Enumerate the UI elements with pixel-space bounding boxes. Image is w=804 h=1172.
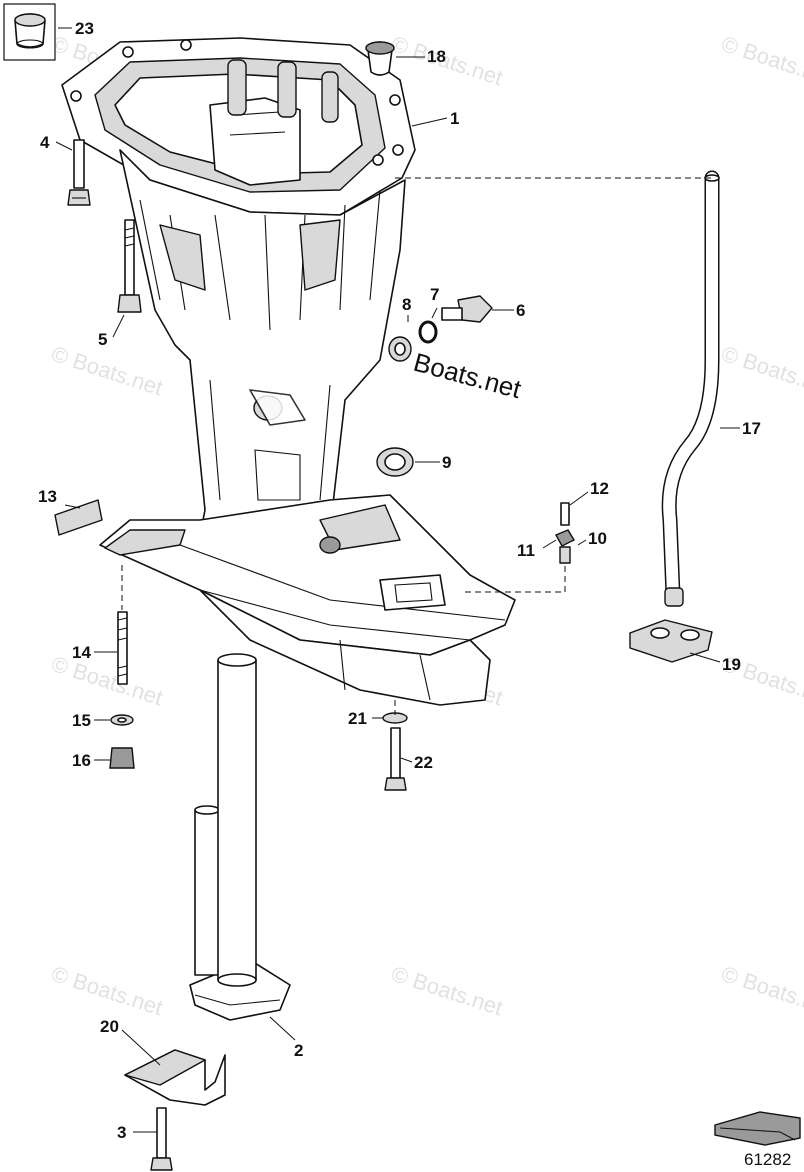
watermark: © Boats.net <box>718 341 804 400</box>
watermark: © Boats.net <box>388 31 505 90</box>
part-17-water-tube <box>661 170 720 607</box>
callout-22: 22 <box>414 753 433 772</box>
callout-10: 10 <box>588 529 607 548</box>
part-4-bolt <box>67 139 91 206</box>
callout-5: 5 <box>98 330 107 349</box>
callout-3: 3 <box>117 1123 126 1142</box>
watermark: © Boats.net <box>48 341 165 400</box>
driveshaft-housing <box>61 37 516 706</box>
callout-8: 8 <box>402 295 411 314</box>
figure-number: 61282 <box>744 1150 791 1169</box>
part-9-grommet <box>376 447 414 477</box>
overlay-watermark: Boats.net <box>410 347 525 405</box>
callout-17: 17 <box>742 419 761 438</box>
parts-21-22 <box>382 712 408 791</box>
callout-15: 15 <box>72 711 91 730</box>
callout-18: 18 <box>427 47 446 66</box>
part-13-decal <box>54 499 103 536</box>
alignment-lines <box>121 177 712 715</box>
outboard-orientation-icon <box>714 1111 801 1146</box>
callout-21: 21 <box>348 709 367 728</box>
part-2-tube-assembly <box>189 653 291 1021</box>
callout-7: 7 <box>430 285 439 304</box>
parts-10-11-12 <box>555 502 575 564</box>
watermark: © Boats.net <box>48 961 165 1020</box>
callout-2: 2 <box>294 1041 303 1060</box>
callout-4: 4 <box>40 133 50 152</box>
callout-14: 14 <box>72 643 91 662</box>
callout-20: 20 <box>100 1017 119 1036</box>
part-5-bolt <box>117 219 142 313</box>
callout-labels: 23 18 1 4 5 8 7 6 17 9 13 12 11 10 14 15… <box>38 19 761 1142</box>
callout-11: 11 <box>517 541 535 560</box>
callout-9: 9 <box>442 453 451 472</box>
callout-6: 6 <box>516 301 525 320</box>
parts-6-7-8 <box>388 295 493 362</box>
callout-19: 19 <box>722 655 741 674</box>
parts-14-15-16 <box>109 611 135 769</box>
watermark: © Boats.net <box>48 651 165 710</box>
part-23-plug-inset <box>3 3 56 61</box>
callout-13: 13 <box>38 487 57 506</box>
watermark: © Boats.net <box>718 961 804 1020</box>
leader-lines <box>55 27 740 1133</box>
watermark: © Boats.net <box>718 31 804 90</box>
part-19-seal <box>629 619 713 663</box>
watermark: © Boats.net <box>388 961 505 1020</box>
callout-12: 12 <box>590 479 609 498</box>
callout-23: 23 <box>75 19 94 38</box>
callout-16: 16 <box>72 751 91 770</box>
part-3-bolt <box>150 1107 173 1171</box>
part-18-grommet <box>365 41 395 76</box>
callout-1: 1 <box>450 109 459 128</box>
part-20-bracket <box>124 1049 226 1106</box>
